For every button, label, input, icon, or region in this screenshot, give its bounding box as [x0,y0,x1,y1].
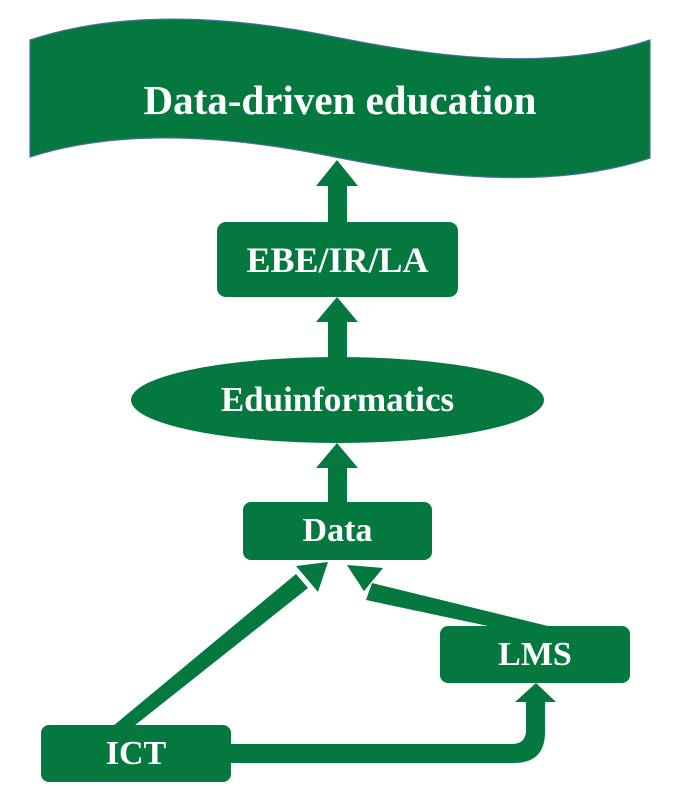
data-box [243,502,432,560]
arrow-ebe-to-banner [316,160,358,223]
arrow-ict-to-data [113,562,328,726]
ebe-ir-la-box [217,222,458,297]
banner-wave-shape [29,18,651,179]
arrow-ict-to-lms [228,683,556,763]
lms-box [440,626,630,683]
eduinformatics-ellipse [131,357,544,443]
arrow-data-to-eduinformatics [316,443,358,504]
ict-box [41,725,231,782]
arrow-eduinformatics-to-ebe [316,297,358,360]
arrow-lms-to-data [347,565,548,626]
